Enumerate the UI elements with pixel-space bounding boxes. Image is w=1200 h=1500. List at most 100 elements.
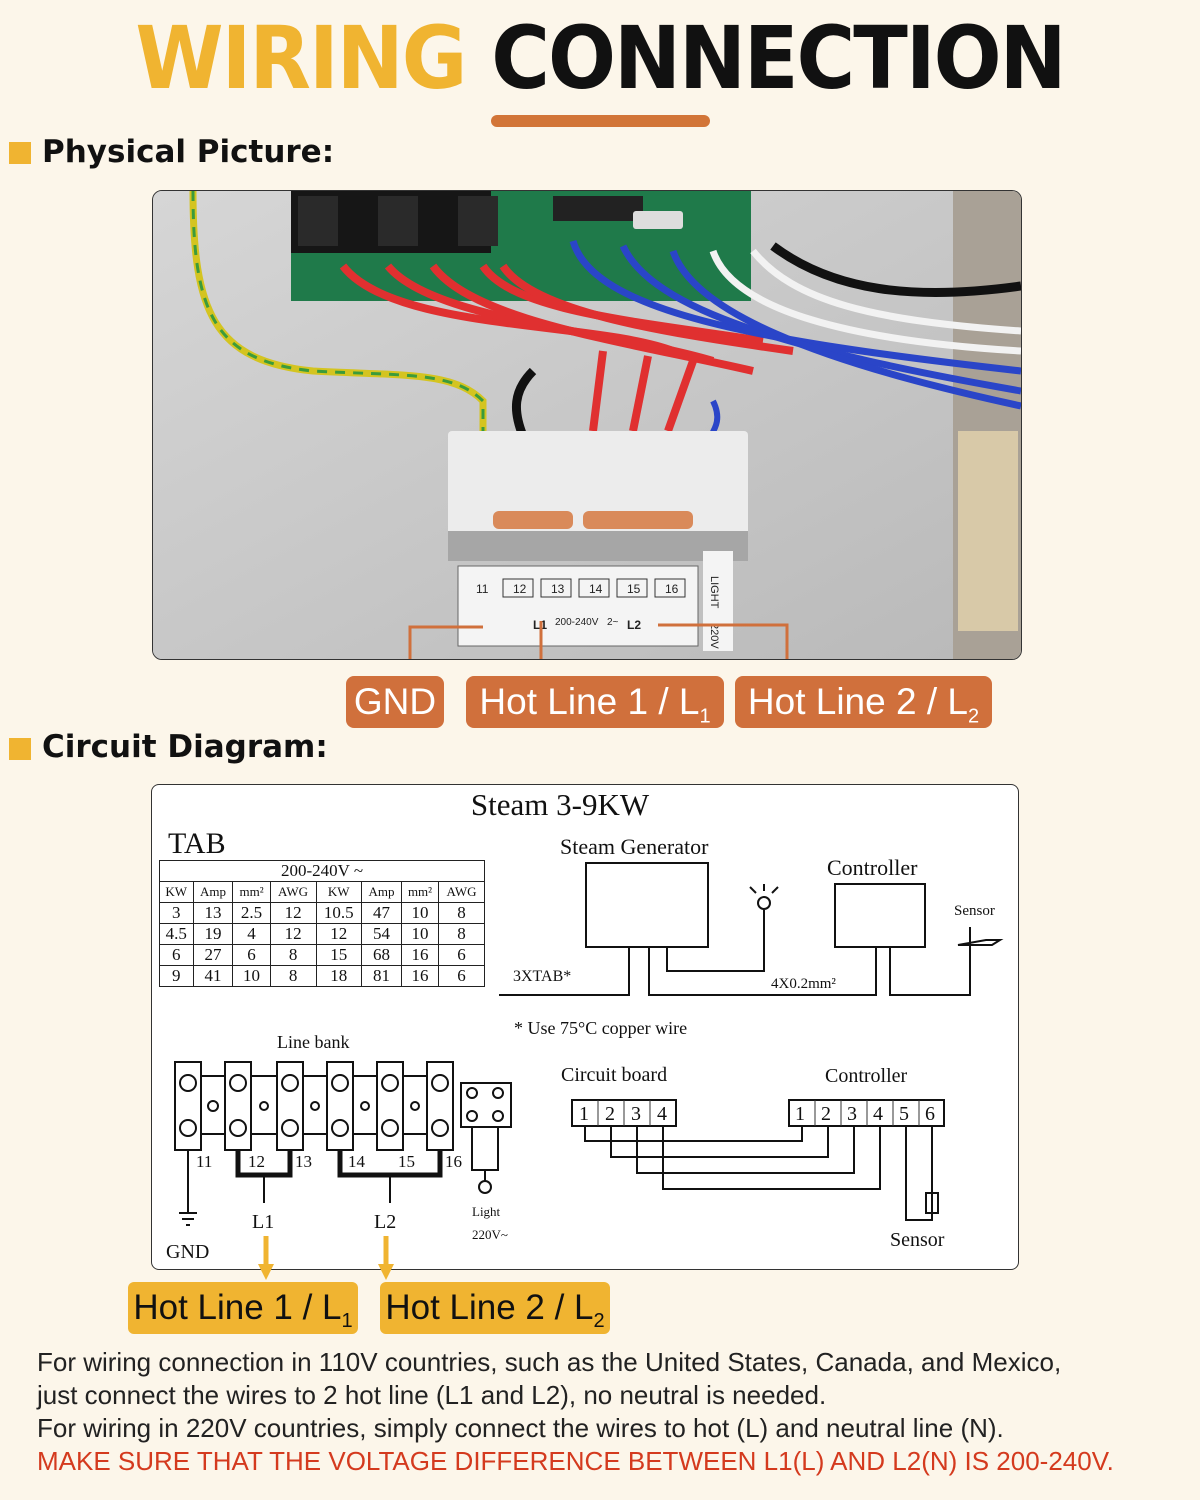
controller-pin: 1 xyxy=(795,1103,805,1125)
table-cell: 10 xyxy=(232,965,271,987)
section-circuit-heading: Circuit Diagram: xyxy=(42,729,328,765)
photo-terminal-14: 14 xyxy=(589,582,603,596)
board-pin: 2 xyxy=(605,1103,615,1125)
title-connection: CONNECTION xyxy=(491,8,1066,109)
gnd-label: GND xyxy=(166,1241,209,1263)
note-line-1: For wiring connection in 110V countries,… xyxy=(37,1347,1062,1377)
l2-label: L2 xyxy=(374,1211,396,1233)
physical-photo: 11 12 13 14 15 16 L1 200-240V 2~ L2 LIGH… xyxy=(152,190,1022,660)
photo-terminal-16: 16 xyxy=(665,582,679,596)
terminal-label: 12 xyxy=(248,1152,265,1171)
copper-wire-note: * Use 75°C copper wire xyxy=(514,1018,687,1038)
wire-size-table: 200-240V ~ KW Amp mm² AWG KW Amp mm² AWG… xyxy=(159,860,485,987)
circuit-diagram: Steam 3-9KW TAB 200-240V ~ KW Amp mm² AW… xyxy=(151,784,1019,1270)
page-title: WIRING CONNECTION xyxy=(0,8,1200,108)
table-cell: 81 xyxy=(360,965,402,987)
note-line-2: just connect the wires to 2 hot line (L1… xyxy=(37,1380,827,1410)
controller-pin: 3 xyxy=(847,1103,857,1125)
hot-line-1-label: Hot Line 1 / L1 xyxy=(128,1282,358,1334)
table-header: Amp xyxy=(192,881,234,903)
sensor-top-label: Sensor xyxy=(954,903,995,919)
photo-terminal-12: 12 xyxy=(513,582,527,596)
table-cell: 10 xyxy=(400,902,440,924)
tab-label: TAB xyxy=(168,827,226,860)
table-header: KW xyxy=(315,881,362,903)
table-cell: 10.5 xyxy=(315,902,362,924)
photo-voltage: 200-240V xyxy=(555,617,599,628)
gnd-tag: GND xyxy=(346,676,444,728)
controller-pin: 5 xyxy=(899,1103,909,1125)
schematic-drawing: Steam Generator Controller Sensor 3XTAB*… xyxy=(166,834,1004,1263)
arrow-down-icon xyxy=(258,1236,394,1280)
hot-line-1-label-text: Hot Line 1 / L xyxy=(133,1288,342,1327)
hot-line-1-tag: Hot Line 1 / L1 xyxy=(466,676,724,728)
photo-terminal-15: 15 xyxy=(627,582,641,596)
terminal-label: 13 xyxy=(295,1152,312,1171)
title-wiring: WIRING xyxy=(135,8,467,109)
table-cell: 41 xyxy=(192,965,234,987)
terminal-label: 11 xyxy=(196,1152,212,1171)
section-physical-heading: Physical Picture: xyxy=(42,134,335,170)
table-cell: 19 xyxy=(192,923,234,945)
diagram-title: Steam 3-9KW xyxy=(470,787,650,822)
photo-terminal-11: 11 xyxy=(476,582,489,596)
photo-terminal-13: 13 xyxy=(551,582,565,596)
table-cell: 18 xyxy=(315,965,362,987)
section-bullet-icon xyxy=(9,738,31,760)
table-cell: 16 xyxy=(400,965,440,987)
terminal-label: 14 xyxy=(348,1152,366,1171)
hot-line-2-label-sub: 2 xyxy=(593,1310,605,1332)
hot-line-2-text: Hot Line 2 / L xyxy=(747,681,968,722)
controller-pin: 2 xyxy=(821,1103,831,1125)
table-cell: 12 xyxy=(269,902,317,924)
table-header: mm² xyxy=(400,881,440,903)
gnd-tag-text: GND xyxy=(353,681,437,722)
controller-pin: 6 xyxy=(925,1103,935,1125)
light-voltage-label: 220V~ xyxy=(472,1227,508,1242)
hot-line-1-text: Hot Line 1 / L xyxy=(479,681,700,722)
steam-generator-label: Steam Generator xyxy=(560,834,709,859)
table-cell: 4.5 xyxy=(159,923,194,945)
controller-bottom-label: Controller xyxy=(825,1065,908,1087)
sensor-bottom-label: Sensor xyxy=(890,1229,945,1251)
controller-pin: 4 xyxy=(873,1103,883,1125)
table-cell: 12 xyxy=(269,923,317,945)
table-cell: 13 xyxy=(192,902,234,924)
terminal-label: 15 xyxy=(398,1152,415,1171)
table-cell: 54 xyxy=(360,923,402,945)
table-cell: 12 xyxy=(315,923,362,945)
line-bank-label: Line bank xyxy=(277,1032,349,1052)
note-line-3: For wiring in 220V countries, simply con… xyxy=(37,1413,1004,1443)
l1-label: L1 xyxy=(252,1211,274,1233)
hot-line-2-sub: 2 xyxy=(967,705,980,728)
board-pin: 4 xyxy=(657,1103,667,1125)
table-cell: 10 xyxy=(400,923,440,945)
hot-line-2-label-text: Hot Line 2 / L xyxy=(385,1288,594,1327)
hot-line-2-label: Hot Line 2 / L2 xyxy=(380,1282,610,1334)
cable-3xtab-label: 3XTAB* xyxy=(513,968,571,985)
section-bullet-icon xyxy=(9,142,31,164)
terminal-label: 16 xyxy=(445,1152,462,1171)
table-header: Amp xyxy=(360,881,402,903)
hot-line-1-sub: 1 xyxy=(699,705,711,728)
photo-light-voltage: 220V xyxy=(708,623,720,649)
table-cell: 8 xyxy=(438,923,485,945)
controller-top-label: Controller xyxy=(827,855,918,880)
table-cell: 47 xyxy=(360,902,402,924)
photo-phase: 2~ xyxy=(607,617,619,628)
photo-l2-label: L2 xyxy=(627,618,641,632)
title-underline xyxy=(491,115,710,127)
board-pin: 1 xyxy=(579,1103,589,1125)
table-cell: 6 xyxy=(438,965,485,987)
table-header: mm² xyxy=(232,881,271,903)
cable-4x-label: 4X0.2mm² xyxy=(771,976,836,992)
hot-line-1-label-sub: 1 xyxy=(341,1310,353,1332)
light-label: Light xyxy=(472,1204,501,1219)
photo-light-label: LIGHT xyxy=(708,576,720,609)
board-pin: 3 xyxy=(631,1103,641,1125)
table-cell: 6 xyxy=(438,944,485,966)
